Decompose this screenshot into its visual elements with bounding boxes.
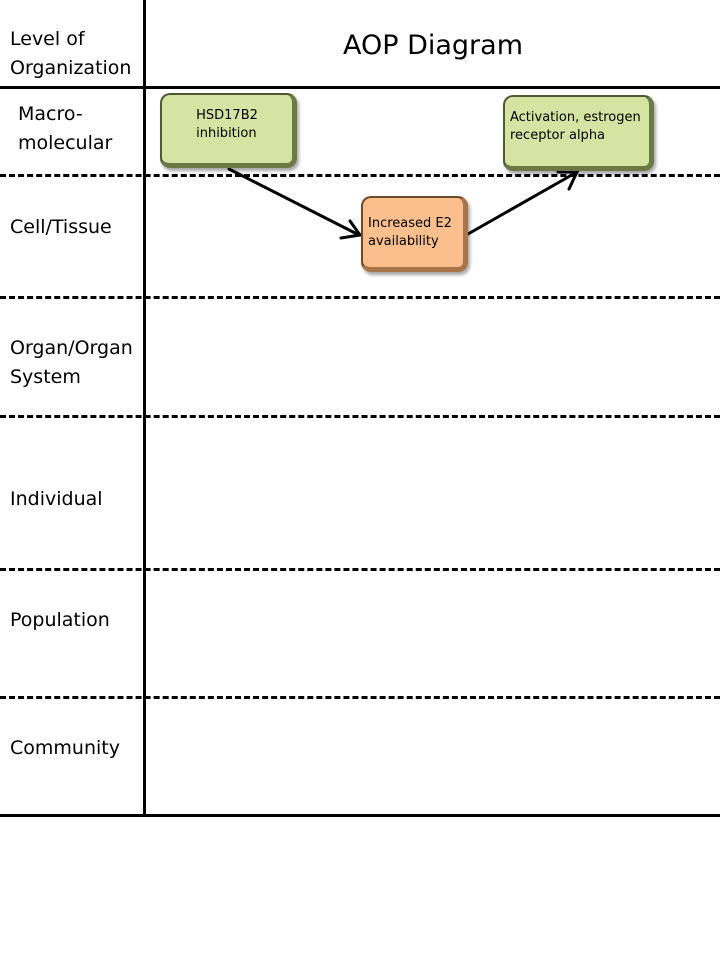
level-divider — [0, 296, 720, 299]
node-label: availability — [368, 233, 439, 249]
vertical-divider — [143, 0, 146, 816]
level-macromolecular: Macro-molecular — [18, 103, 113, 154]
node-label: Increased E2 — [368, 215, 452, 231]
node-label: Activation, estrogen — [510, 109, 641, 125]
level-individual: Individual — [10, 488, 103, 510]
node-label: HSD17B2 — [196, 108, 258, 123]
node-hsd17b2-inhibition[interactable]: HSD17B2 inhibition — [160, 93, 297, 168]
level-community: Community — [10, 737, 120, 759]
bottom-border — [0, 814, 720, 817]
arrow-e2-to-er-alpha — [466, 170, 580, 236]
node-activation-er-alpha[interactable]: Activation, estrogen receptor alpha — [503, 95, 654, 171]
level-divider — [0, 415, 720, 418]
diagram-title: AOP Diagram — [342, 30, 524, 61]
level-population: Population — [10, 609, 110, 631]
arrow-hsd17b2-to-e2 — [227, 167, 363, 240]
level-divider — [0, 696, 720, 699]
node-label: inhibition — [196, 126, 257, 141]
node-increased-e2-availability[interactable]: Increased E2 availability — [361, 196, 468, 272]
header-divider — [0, 86, 720, 89]
level-column-header: Level of Organization — [10, 28, 132, 79]
level-divider — [0, 568, 720, 571]
node-label: receptor alpha — [510, 127, 606, 143]
level-cell-tissue: Cell/Tissue — [10, 216, 112, 238]
level-divider — [0, 174, 720, 177]
